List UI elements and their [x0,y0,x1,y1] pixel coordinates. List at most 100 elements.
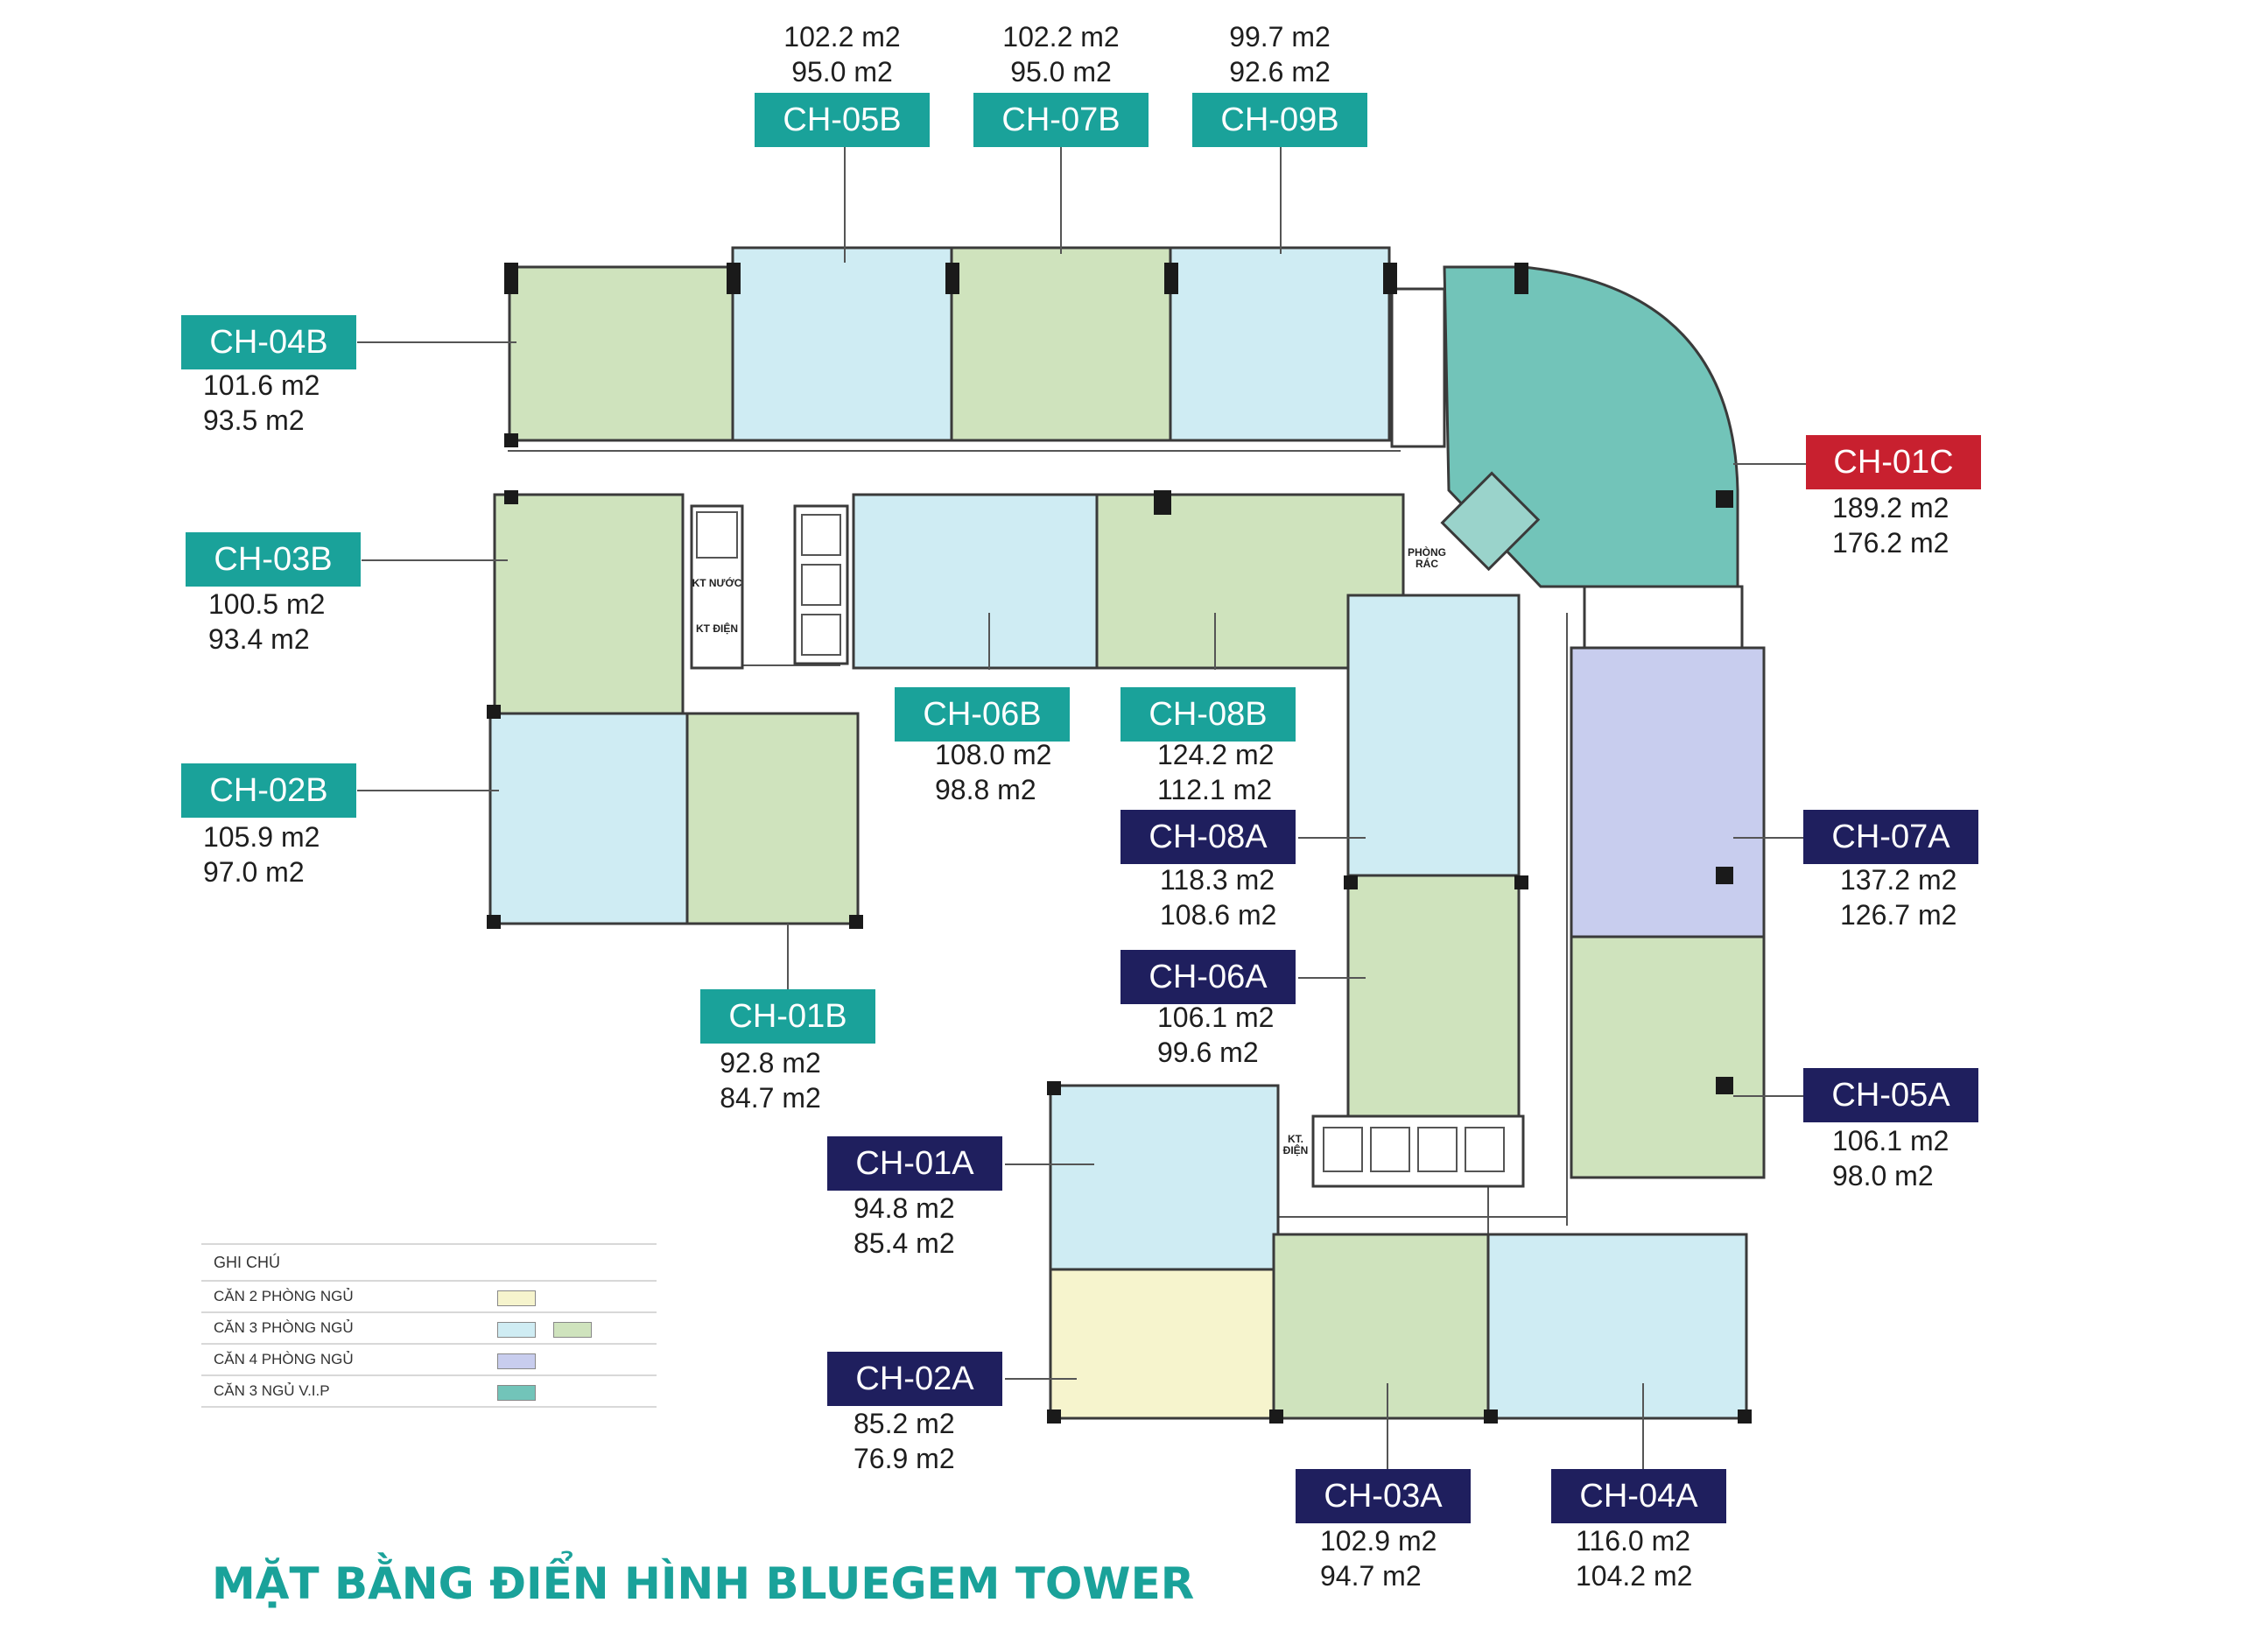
unit-label-ch-06b[interactable]: CH-06B [895,687,1070,742]
unit-label-ch-07b[interactable]: CH-07B [973,93,1149,147]
unit-area-ch-02a: 85.2 m2 76.9 m2 [854,1406,955,1476]
lift-a-2 [801,564,841,606]
area-net: 104.2 m2 [1576,1560,1693,1592]
legend-label: CĂN 3 PHÒNG NGỦ [214,1319,354,1336]
room-phong-rac: PHÒNG RÁC [1407,546,1446,570]
unit-ch-06b-shape [852,493,1099,670]
unit-ch-02b-shape [488,712,689,925]
unit-label-ch-09b[interactable]: CH-09B [1192,93,1367,147]
unit-label-ch-08b[interactable]: CH-08B [1120,687,1296,742]
area-net: 84.7 m2 [720,1082,821,1114]
area-gross: 116.0 m2 [1576,1525,1691,1557]
area-gross: 99.7 m2 [1229,21,1331,53]
area-gross: 124.2 m2 [1157,739,1275,770]
area-net: 126.7 m2 [1840,899,1957,931]
unit-label-ch-05b[interactable]: CH-05B [755,93,930,147]
area-gross: 92.8 m2 [720,1047,821,1079]
unit-label-ch-01b[interactable]: CH-01B [700,989,875,1044]
area-gross: 94.8 m2 [854,1192,955,1224]
unit-label-ch-03b[interactable]: CH-03B [186,532,361,587]
area-net: 93.5 m2 [203,404,305,436]
unit-label-ch-01c[interactable]: CH-01C [1806,435,1981,489]
legend-label: CĂN 2 PHÒNG NGỦ [214,1288,354,1304]
lift-left-1 [696,511,738,559]
legend-row-3-bedroom: CĂN 3 PHÒNG NGỦ [201,1313,657,1345]
area-gross: 108.0 m2 [935,739,1052,770]
area-gross: 100.5 m2 [208,588,326,620]
swatch-4-bedroom-icon [497,1353,536,1369]
area-net: 98.0 m2 [1832,1160,1934,1192]
unit-label-ch-03a[interactable]: CH-03A [1296,1469,1471,1523]
area-gross: 189.2 m2 [1832,492,1949,524]
lift-b-1 [1323,1127,1363,1172]
area-net: 85.4 m2 [854,1227,955,1259]
legend-row-2-bedroom: CĂN 2 PHÒNG NGỦ [201,1282,657,1313]
lift-a-3 [801,614,841,656]
swatch-vip-icon [497,1385,536,1401]
stair-right-shape [1583,585,1744,650]
legend-label: CĂN 4 PHÒNG NGỦ [214,1351,354,1367]
area-net: 93.4 m2 [208,623,310,655]
lift-b-3 [1417,1127,1458,1172]
area-gross: 85.2 m2 [854,1408,955,1439]
page-title: MẶT BẰNG ĐIỂN HÌNH BLUEGEM TOWER [212,1558,1195,1609]
area-net: 76.9 m2 [854,1443,955,1474]
unit-label-ch-05a[interactable]: CH-05A [1803,1068,1978,1122]
area-gross: 137.2 m2 [1840,864,1957,896]
unit-ch-04b-shape [508,265,734,442]
legend-title: GHI CHÚ [201,1245,657,1282]
unit-label-ch-01a[interactable]: CH-01A [827,1136,1002,1191]
unit-ch-06a-shape [1346,874,1521,1118]
core-vip-shape [1440,471,1541,572]
legend: GHI CHÚ CĂN 2 PHÒNG NGỦ CĂN 3 PHÒNG NGỦ … [201,1243,657,1408]
area-gross: 102.2 m2 [1002,21,1120,53]
area-net: 95.0 m2 [1010,56,1112,88]
unit-label-ch-02a[interactable]: CH-02A [827,1352,1002,1406]
area-gross: 106.1 m2 [1157,1002,1275,1033]
unit-area-ch-05a: 106.1 m2 98.0 m2 [1832,1123,1949,1193]
lift-b-4 [1465,1127,1505,1172]
legend-label: CĂN 3 NGỦ V.I.P [214,1382,330,1399]
area-gross: 118.3 m2 [1160,864,1275,896]
area-net: 94.7 m2 [1320,1560,1422,1592]
area-gross: 106.1 m2 [1832,1125,1949,1156]
room-kt-dien-2: KT. ĐIỆN [1282,1133,1309,1156]
unit-label-ch-04b[interactable]: CH-04B [181,315,356,369]
unit-label-ch-04a[interactable]: CH-04A [1551,1469,1726,1523]
unit-ch-03b-shape [493,493,685,715]
area-gross: 102.9 m2 [1320,1525,1437,1557]
unit-ch-04a-shape [1486,1233,1748,1420]
legend-row-4-bedroom: CĂN 4 PHÒNG NGỦ [201,1345,657,1376]
area-net: 99.6 m2 [1157,1037,1259,1068]
lift-b-2 [1370,1127,1410,1172]
unit-ch-01b-shape [685,712,860,925]
unit-ch-05b-shape [731,246,953,442]
unit-ch-08a-shape [1346,594,1521,877]
swatch-3-bedroom-blue-icon [497,1322,536,1338]
unit-area-ch-06a: 106.1 m2 99.6 m2 [1157,1000,1274,1070]
unit-ch-03a-shape [1272,1233,1490,1420]
room-kt-dien: KT ĐIỆN [696,622,738,635]
unit-label-ch-08a[interactable]: CH-08A [1120,810,1296,864]
area-net: 97.0 m2 [203,856,305,888]
unit-label-ch-02b[interactable]: CH-02B [181,763,356,818]
unit-ch-05a-shape [1570,935,1766,1179]
unit-ch-07a-shape [1570,646,1766,938]
unit-label-ch-06a[interactable]: CH-06A [1120,950,1296,1004]
unit-label-ch-07a[interactable]: CH-07A [1803,810,1978,864]
swatch-2-bedroom-icon [497,1290,536,1306]
area-net: 108.6 m2 [1160,899,1277,931]
